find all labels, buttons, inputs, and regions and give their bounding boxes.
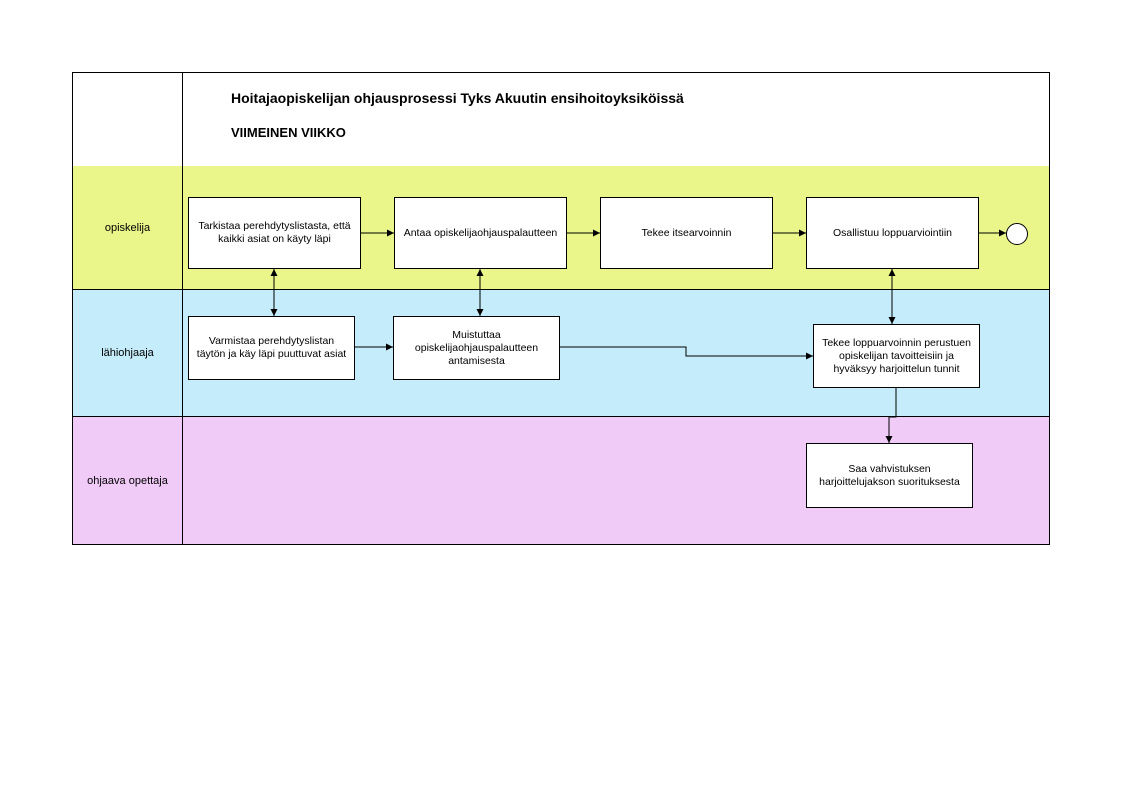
diagram-subtitle: VIIMEINEN VIIKKO — [231, 125, 346, 140]
process-diagram: Hoitajaopiskelijan ohjausprosessi Tyks A… — [72, 72, 1050, 545]
lane-label-opiskelija: opiskelija — [73, 166, 183, 289]
lane-label-ohjaava-opettaja: ohjaava opettaja — [73, 417, 183, 544]
step-self-assessment: Tekee itsearvoinnin — [600, 197, 773, 269]
connector-layer — [270, 229, 1006, 443]
end-event — [1006, 223, 1028, 245]
arrow-supervisor-to-teacher — [885, 388, 897, 443]
diagram-title: Hoitajaopiskelijan ohjausprosessi Tyks A… — [231, 90, 684, 106]
diagram-header: Hoitajaopiskelijan ohjausprosessi Tyks A… — [72, 72, 1050, 167]
step-remind-feedback: Muistuttaa opiskelijaohjauspalautteen an… — [393, 316, 560, 380]
lane-label-lahiohjaaja: lähiohjaaja — [73, 290, 183, 416]
step-check-list: Tarkistaa perehdytyslistasta, että kaikk… — [188, 197, 361, 269]
step-supervisor-assessment: Tekee loppuarvoinnin perustuen opiskelij… — [813, 324, 980, 388]
step-teacher-confirmation: Saa vahvistuksen harjoittelujakson suori… — [806, 443, 973, 508]
header-corner-cell — [73, 73, 183, 166]
step-ensure-list: Varmistaa perehdytyslistan täytön ja käy… — [188, 316, 355, 380]
step-final-assessment: Osallistuu loppuarviointiin — [806, 197, 979, 269]
arrow-remind-to-supervisor — [560, 346, 813, 360]
step-give-feedback: Antaa opiskelijaohjauspalautteen — [394, 197, 567, 269]
